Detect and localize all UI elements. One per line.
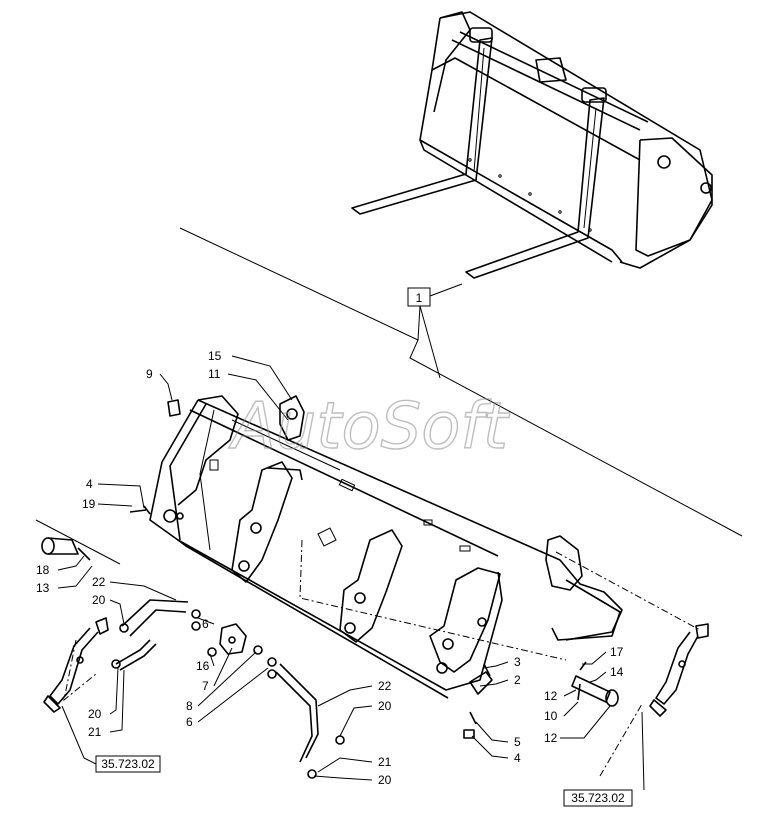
- reference-left-text: 35.723.02: [101, 757, 155, 771]
- label-12a: 12: [544, 689, 558, 703]
- reference-box-right[interactable]: 35.723.02: [563, 789, 633, 807]
- label-21b: 21: [378, 755, 392, 769]
- label-5: 5: [514, 735, 521, 749]
- main-bucket: [63, 395, 701, 777]
- label-15: 15: [208, 349, 222, 363]
- label-22b: 22: [378, 679, 392, 693]
- label-20c: 20: [378, 699, 392, 713]
- label-18: 18: [36, 563, 50, 577]
- label-4b: 4: [514, 751, 521, 765]
- callout-1-text: 1: [416, 291, 423, 305]
- pivot-pin-assembly: [463, 661, 619, 739]
- label-2: 2: [514, 673, 521, 687]
- label-4a: 4: [86, 477, 93, 491]
- label-12b: 12: [544, 731, 558, 745]
- label-6b: 6: [186, 715, 193, 729]
- wear-pad-9: [167, 399, 181, 417]
- pin-19: [129, 505, 151, 515]
- label-21a: 21: [88, 725, 102, 739]
- label-16: 16: [196, 659, 210, 673]
- label-20b: 20: [88, 707, 102, 721]
- label-8: 8: [186, 699, 193, 713]
- cylinder-18: [41, 537, 91, 561]
- label-11: 11: [208, 367, 221, 381]
- label-14: 14: [610, 665, 624, 679]
- label-13: 13: [36, 581, 50, 595]
- label-20a: 20: [92, 593, 106, 607]
- valve-block: [207, 623, 263, 657]
- separator-line-upper: [179, 227, 743, 537]
- label-10: 10: [544, 709, 558, 723]
- callout-1: 1: [407, 283, 463, 379]
- reference-box-left[interactable]: 35.723.02: [95, 755, 161, 773]
- label-6a: 6: [202, 617, 209, 631]
- hydraulic-hoses: [111, 599, 345, 779]
- label-9: 9: [146, 367, 153, 381]
- separator-line-lower: [35, 519, 121, 565]
- pallet-fork-bucket: [351, 11, 713, 279]
- label-20d: 20: [378, 773, 392, 787]
- label-19: 19: [82, 497, 96, 511]
- label-17: 17: [610, 645, 624, 659]
- hydraulic-cylinder-left: [43, 617, 109, 713]
- label-22a: 22: [92, 575, 106, 589]
- reference-right-text: 35.723.02: [571, 791, 625, 805]
- watermark-text: AutoSoft: [228, 390, 511, 464]
- part-labels: 15 11 9 4 19 18 13 22 20 6 16 7 8 6 20 2…: [36, 349, 624, 787]
- label-7: 7: [202, 679, 209, 693]
- leader-lines: [57, 355, 645, 791]
- hydraulic-cylinder-right: [649, 623, 709, 717]
- label-3: 3: [514, 655, 521, 669]
